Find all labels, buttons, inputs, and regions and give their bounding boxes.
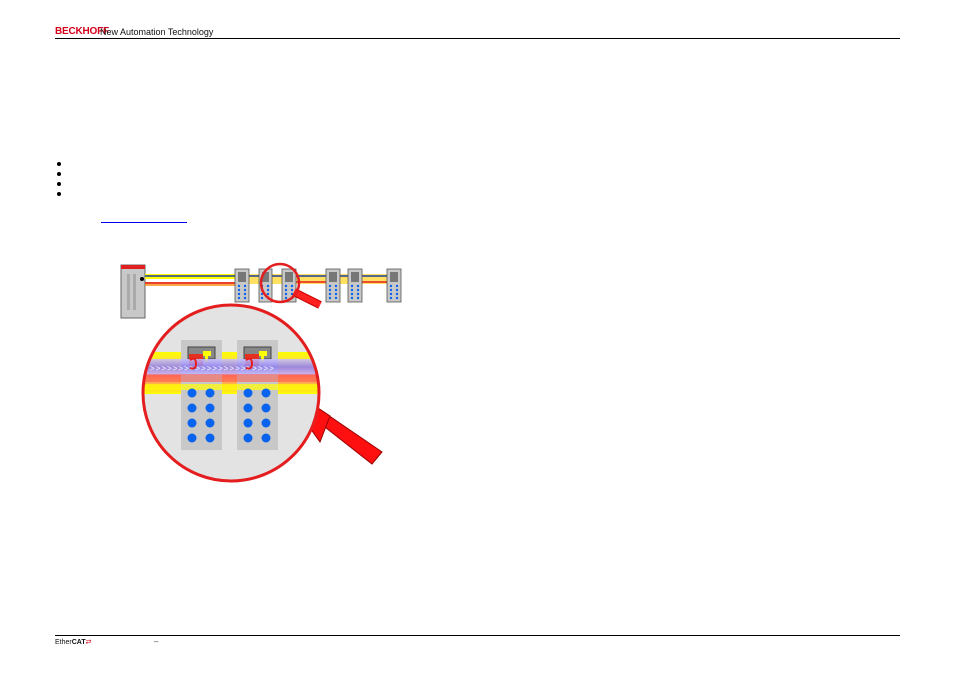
- bullet-marker: [57, 182, 61, 186]
- footer-dash: –: [154, 637, 159, 646]
- slave-terminal-icon: [325, 268, 341, 303]
- magnifier-icon: [259, 262, 322, 309]
- slave-terminal-icon: [281, 268, 297, 303]
- brand-tagline: New Automation Technology: [100, 27, 214, 37]
- bus-lines: [145, 274, 387, 286]
- slave-terminal-icon: [347, 268, 363, 303]
- bullet-marker: [57, 172, 61, 176]
- master-controller-icon: [120, 264, 146, 319]
- hyperlink[interactable]: [101, 214, 187, 223]
- bullet-marker: [57, 162, 61, 166]
- slave-terminal-icon: [234, 268, 250, 303]
- page-header: BECKHOFF New Automation Technology: [55, 26, 900, 39]
- ethercat-logo: EtherCAT⇄: [55, 639, 92, 646]
- header-rule: [55, 38, 900, 39]
- magnifier-icon: >>>>>>>>>>>>>>>>>>>>>>: [141, 303, 383, 483]
- brand-logo: BECKHOFF: [55, 26, 109, 37]
- svg-text:>>>>>>>>>>>>>>>>>>>>>>: >>>>>>>>>>>>>>>>>>>>>>: [150, 364, 275, 373]
- footer-rule: [55, 635, 900, 636]
- slave-terminal-icon: [386, 268, 402, 303]
- ethercat-logo-prefix: Ether: [55, 639, 72, 646]
- bullet-marker: [57, 192, 61, 196]
- ethercat-logo-bold: CAT: [71, 639, 86, 646]
